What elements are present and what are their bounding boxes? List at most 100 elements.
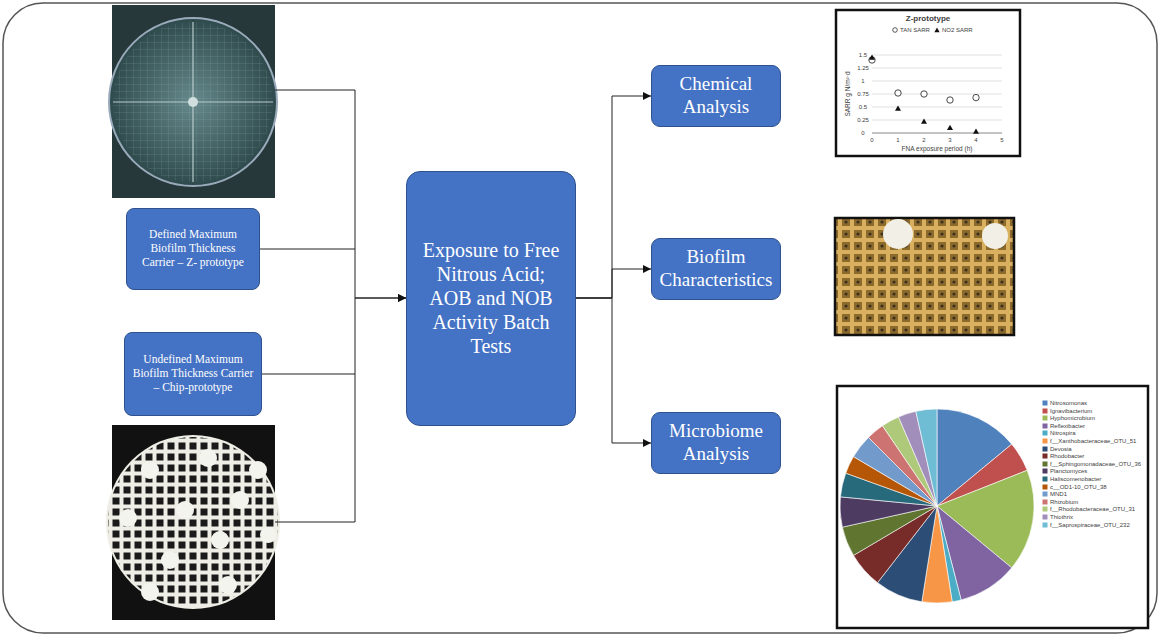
legend-swatch <box>1043 416 1048 421</box>
legend-swatch <box>1043 423 1048 428</box>
axis-title: SARR g N/m²·d <box>845 71 852 116</box>
chart-frame <box>836 10 1020 156</box>
no2-points <box>869 55 979 134</box>
box-text: Chemical Analysis <box>659 73 773 119</box>
carrier-box: Undefined Maximum Biofilm Thickness Carr… <box>124 332 262 416</box>
legend-text: NO2 SARR <box>942 27 973 33</box>
legend-text: Planctomyces <box>1050 468 1087 474</box>
legend-swatch <box>1043 446 1048 451</box>
legend-swatch <box>1042 423 1048 429</box>
legend-swatch <box>1043 439 1048 444</box>
box-text: Exposure to Free Nitrous Acid; AOB and N… <box>414 238 568 358</box>
legend-text: Rhodobacter <box>1050 453 1084 459</box>
axis-tick: 2 <box>922 137 925 143</box>
chip-prototype-photo <box>106 425 281 620</box>
box-text: Microbiome Analysis <box>659 420 773 466</box>
legend-text: TAN SARR <box>900 27 930 33</box>
legend-swatch <box>1043 461 1048 466</box>
axis-tick: 0.75 <box>857 91 869 97</box>
flow-arrow <box>576 298 651 443</box>
analysis-box: Biofilm Characteristics <box>651 238 781 300</box>
grid-lines <box>872 55 1002 120</box>
legend-text: Thiothrix <box>1050 514 1073 520</box>
axis-tick: 1 <box>896 137 899 143</box>
axis-tick: 1.25 <box>857 65 869 71</box>
photo-frame <box>835 218 1014 335</box>
flow-arrow <box>576 96 651 298</box>
legend-swatch <box>1042 484 1048 490</box>
legend-entry: c__OD1-10_OTU_38 <box>1042 484 1107 490</box>
carrier-hub <box>188 97 198 107</box>
axis-tick: 0.5 <box>859 104 867 110</box>
axis-tick: 1.5 <box>859 52 867 58</box>
legend-swatch <box>1042 522 1048 528</box>
legend-swatch <box>1042 476 1048 482</box>
pie-slice <box>916 409 937 506</box>
legend-swatch <box>1043 507 1048 512</box>
legend-text: f__Sphingomonadaceae_OTU_36 <box>1050 461 1141 467</box>
flow-arrow <box>262 298 406 374</box>
legend-text: Rhizobium <box>1050 499 1078 505</box>
legend-swatch <box>1042 446 1048 452</box>
legend-swatch <box>1042 400 1048 406</box>
legend-swatch <box>1042 408 1048 414</box>
legend-entry: Devosia <box>1042 446 1072 452</box>
legend-entry: Reflexibacter <box>1042 423 1085 429</box>
chart-frame <box>837 386 1148 628</box>
legend-text: Devosia <box>1050 446 1072 452</box>
legend-swatch <box>1043 408 1048 413</box>
legend-swatch <box>1043 431 1048 436</box>
axis-tick: 3 <box>948 137 951 143</box>
legend-swatch <box>1042 506 1048 512</box>
box-text: Biofilm Characteristics <box>659 246 773 292</box>
outer-frame <box>3 3 1157 633</box>
legend-swatch <box>892 27 898 33</box>
microbiome-pie <box>837 386 1148 628</box>
legend-text: Nitrosomonas <box>1050 400 1087 406</box>
legend-swatch <box>1043 484 1048 489</box>
carrier-grid <box>113 22 273 182</box>
legend-entry: f__Xanthobacteraceae_OTU_51 <box>1042 438 1136 444</box>
legend-swatch <box>1043 454 1048 459</box>
legend-swatch <box>1042 415 1048 421</box>
pie-slices <box>840 409 1034 603</box>
legend-swatch <box>1043 522 1048 527</box>
legend-text: Hyphomicrobium <box>1050 415 1095 421</box>
axis-tick: 0 <box>861 130 864 136</box>
legend-swatch <box>1042 468 1048 474</box>
legend-entry: NO2 SARR <box>934 27 973 33</box>
legend-entry: Haliscomenobacter <box>1042 476 1101 482</box>
legend-swatch <box>1042 499 1048 505</box>
legend-swatch <box>1043 492 1048 497</box>
carrier-disc <box>109 18 277 186</box>
legend-marker <box>934 28 939 33</box>
legend-text: Ignavibacterium <box>1050 408 1092 414</box>
legend-swatch <box>1043 499 1048 504</box>
legend-swatch <box>1042 491 1048 497</box>
legend-entry: Planctomyces <box>1042 468 1087 474</box>
legend-marker <box>893 28 898 33</box>
legend-text: Reflexibacter <box>1050 423 1085 429</box>
z-prototype-photo <box>109 5 277 198</box>
biofilm-spot <box>982 223 1008 249</box>
legend-text: f__Rhodobacteraceae_OTU_31 <box>1050 506 1135 512</box>
chart-title: Z-prototype <box>906 15 950 23</box>
legend-entry: Nitrospira <box>1042 430 1076 436</box>
legend-entry: f__Sphingomonadaceae_OTU_36 <box>1042 461 1141 467</box>
carrier-box: Defined Maximum Biofilm Thickness Carrie… <box>126 208 260 290</box>
legend-swatch <box>1043 401 1048 406</box>
legend-entry: Rhodobacter <box>1042 453 1084 459</box>
legend-swatch <box>1043 477 1048 482</box>
axis-tick: 0 <box>870 137 873 143</box>
legend-swatch <box>1043 469 1048 474</box>
legend-swatch <box>934 27 940 33</box>
axis-tick: 0.25 <box>857 117 869 123</box>
legend-text: f__Saprospiraceae_OTU_232 <box>1050 522 1130 528</box>
flow-arrow <box>260 249 406 298</box>
legend-swatch <box>1042 453 1048 459</box>
